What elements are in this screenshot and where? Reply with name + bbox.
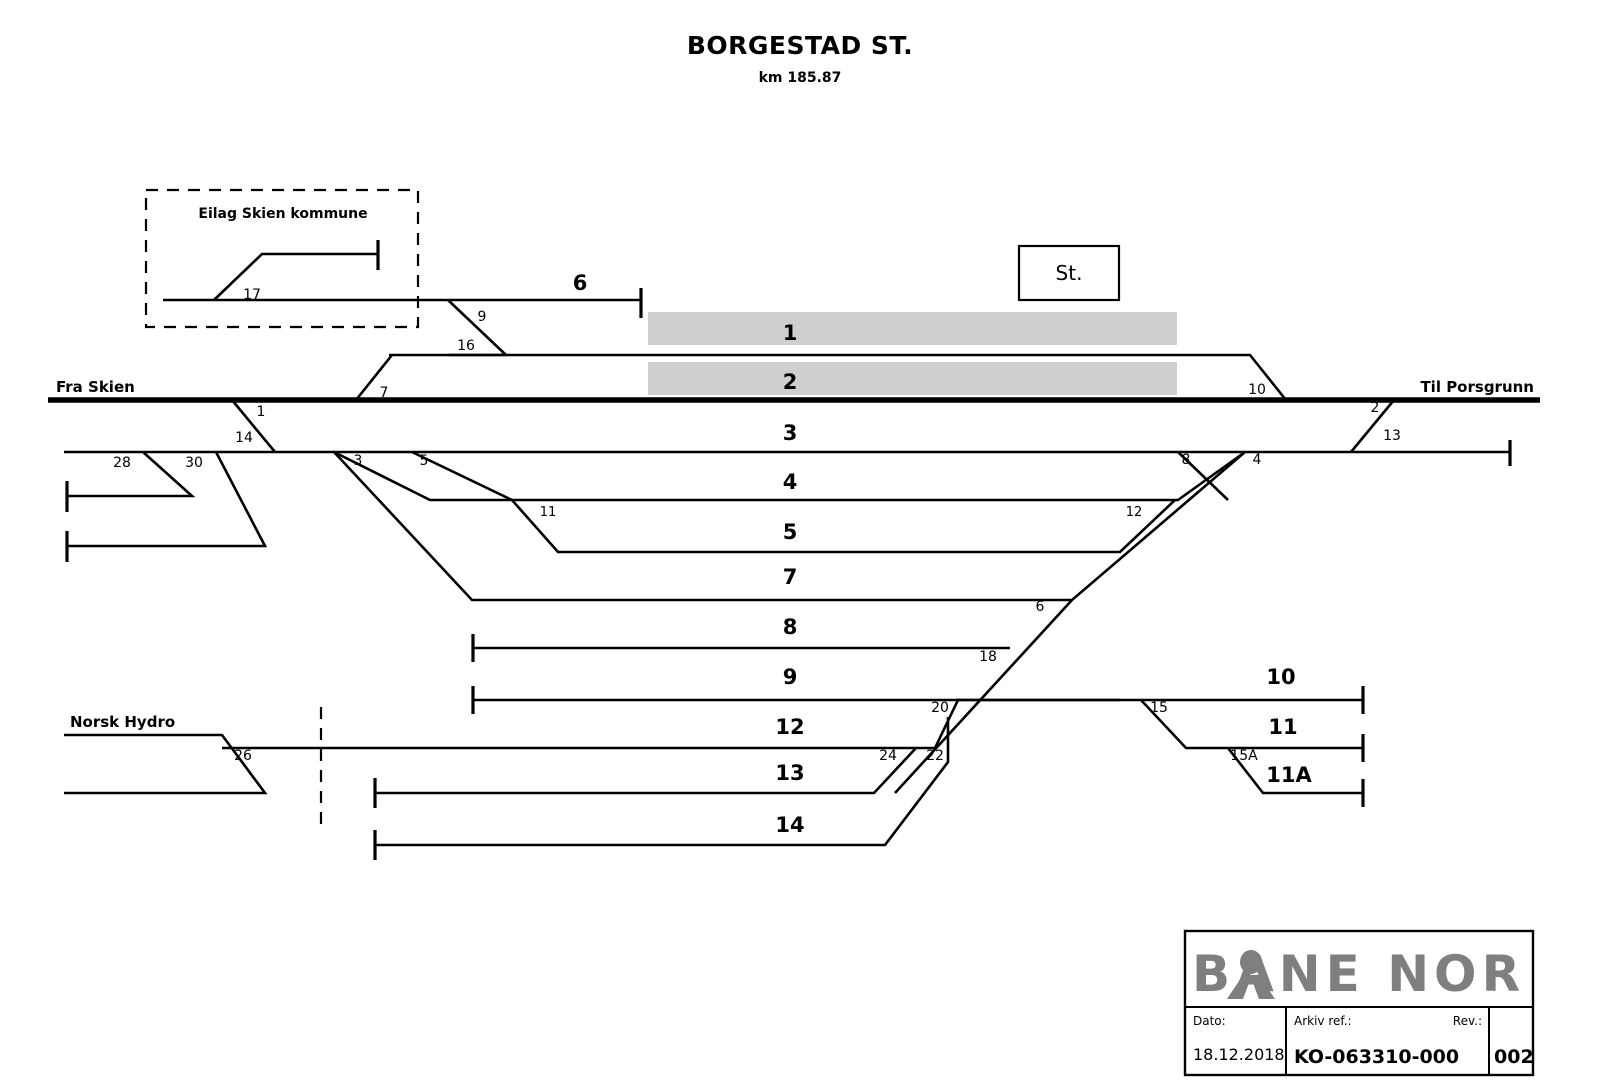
bane-nor-logo-mark: [1227, 950, 1275, 999]
track-label-12: 12: [775, 715, 804, 739]
track-label-1: 1: [783, 321, 798, 345]
track-3-group: [64, 440, 1512, 562]
switch-1-leg: [230, 399, 277, 453]
track-11a-line: [1226, 747, 1363, 795]
track-11-group: [1140, 699, 1365, 762]
switch-label-17: 17: [243, 287, 261, 303]
switch-9-leg: [447, 299, 507, 356]
platform-track-2: [648, 362, 1177, 395]
page-subtitle: km 185.87: [759, 70, 842, 86]
switch-number-labels: 17 9 16 7 1 14 28 30 3 5 11 12 8 4 10 2 …: [113, 287, 1401, 764]
track-12-line: [222, 698, 1120, 750]
track-11a-group: [1226, 747, 1365, 807]
track-5-group: [411, 450, 1176, 554]
platform-track-1: [648, 312, 1177, 345]
bane-nor-logo: BANE NOR: [1192, 945, 1520, 1003]
track-14-line: [375, 717, 950, 847]
switch-label-9: 9: [478, 309, 487, 325]
track-13-line: [375, 747, 917, 795]
station-box-label: St.: [1056, 261, 1083, 285]
track-8-group: [471, 634, 1010, 662]
title-block-value-arkiv: KO-063310-000: [1294, 1046, 1459, 1068]
switch-2-leg: [1349, 399, 1396, 453]
norsk-hydro-stub: [64, 733, 268, 795]
norsk-hydro-group: Norsk Hydro: [64, 698, 1120, 825]
eilag-stub-track: [213, 252, 378, 301]
switch-label-11: 11: [540, 505, 557, 520]
switch-label-4: 4: [1253, 452, 1262, 468]
switch-label-12: 12: [1126, 505, 1143, 520]
diagonal-switch-chain: [894, 599, 1073, 794]
track-1-line: [389, 353, 1288, 401]
switch-label-15a: 15A: [1230, 748, 1258, 764]
switch-label-30: 30: [185, 455, 203, 471]
switch-28-stub: [67, 451, 196, 498]
track-label-6: 6: [573, 271, 588, 295]
eilag-area-boundary: [144, 188, 420, 329]
track-4-group: [333, 450, 1246, 502]
title-block-head-rev: Rev.:: [1453, 1014, 1482, 1028]
title-block-head-dato: Dato:: [1193, 1014, 1226, 1028]
endpoint-left-label: Fra Skien: [56, 378, 135, 396]
title-block-head-arkiv: Arkiv ref.:: [1294, 1014, 1352, 1028]
switch-label-28: 28: [113, 455, 131, 471]
track-label-11a: 11A: [1266, 763, 1312, 787]
switch-label-2: 2: [1371, 400, 1380, 416]
title-block-value-rev: 002: [1494, 1046, 1534, 1068]
track-7-line: [333, 451, 1246, 602]
track-13-group: [373, 747, 917, 808]
track-label-13: 13: [775, 761, 804, 785]
track-label-7: 7: [783, 565, 798, 589]
track-label-5: 5: [783, 520, 798, 544]
track-14-group: [373, 717, 950, 860]
track-label-9: 9: [783, 665, 798, 689]
eilag-area-label: Eilag Skien kommune: [198, 206, 367, 222]
title-block-value-dato: 18.12.2018: [1193, 1045, 1285, 1064]
track-4-line: [333, 450, 1246, 502]
switch-label-6: 6: [1036, 599, 1045, 615]
switch-label-13: 13: [1383, 428, 1401, 444]
switch-8-leg: [1177, 451, 1229, 501]
track-label-3: 3: [783, 421, 798, 445]
switch-label-7: 7: [380, 385, 389, 401]
switch-label-5: 5: [420, 453, 429, 469]
switch-label-15: 15: [1150, 700, 1168, 716]
station-building-box: St.: [1017, 244, 1121, 302]
switch-label-8: 8: [1182, 452, 1191, 468]
track-10-group: [1120, 686, 1365, 714]
track-label-4: 4: [783, 470, 798, 494]
switch-label-1: 1: [257, 404, 266, 420]
track-label-10: 10: [1266, 665, 1295, 689]
switch-label-24: 24: [879, 748, 897, 764]
page-title: BORGESTAD ST.: [687, 31, 913, 60]
switch-label-22: 22: [926, 748, 944, 764]
switch-label-10: 10: [1248, 382, 1266, 398]
track-6-group: [447, 288, 643, 356]
switch-30-stub: [67, 451, 268, 548]
switch-label-20: 20: [931, 700, 949, 716]
switch-label-14: 14: [235, 430, 253, 446]
title-block: BANE NOR Dato: 18.12.2018 Arkiv ref.: KO…: [1183, 929, 1535, 1077]
eilag-skien-kommune-area: Eilag Skien kommune: [144, 188, 448, 329]
station-box-frame: [1017, 244, 1121, 302]
track-11-line: [1140, 699, 1363, 750]
endpoint-right-label: Til Porsgrunn: [1420, 378, 1534, 396]
track-label-11: 11: [1268, 715, 1297, 739]
track-5-line: [411, 450, 1176, 554]
track-number-labels: 6 1 2 3 4 5 7 8 9 12 13 14 10 11 11A: [573, 271, 1313, 837]
track-7-group: [333, 451, 1246, 602]
track-label-14: 14: [775, 813, 804, 837]
track-label-2: 2: [783, 370, 798, 394]
switch-7-leg: [354, 354, 394, 401]
switch-label-16: 16: [457, 338, 475, 354]
track-label-8: 8: [783, 615, 798, 639]
norsk-hydro-label: Norsk Hydro: [70, 713, 175, 731]
switch-label-26: 26: [234, 748, 252, 764]
switch-label-18: 18: [979, 649, 997, 665]
switch-label-3: 3: [354, 453, 363, 469]
track-1-group: [354, 353, 1288, 401]
